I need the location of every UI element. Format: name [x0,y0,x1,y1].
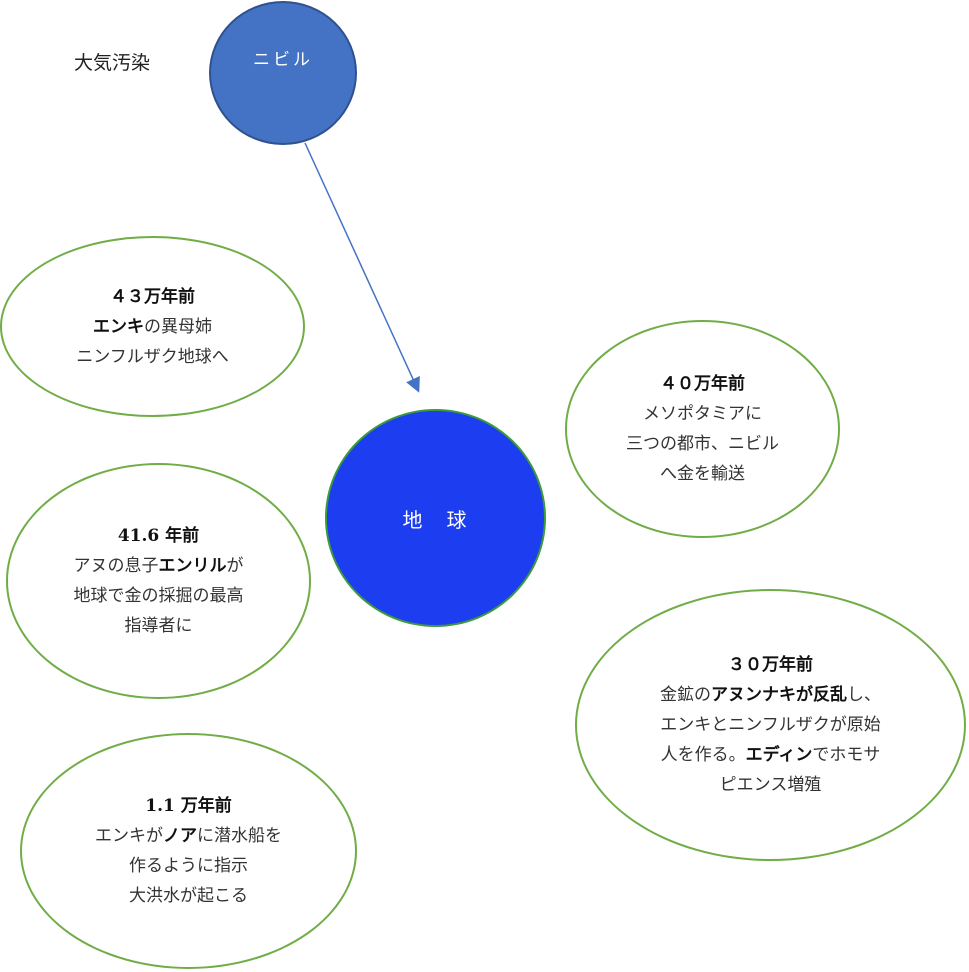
event-line: エンキがノアに潜水船を [95,826,282,846]
earth-circle[interactable]: 地 球 [325,409,546,627]
nibiru-circle[interactable]: ニビル [209,1,357,145]
event-line: 人を作る。エディンでホモサ [660,745,881,765]
event-line: 地球で金の採掘の最高 [73,586,244,606]
earth-label: 地 球 [402,507,469,532]
event-time: ４０万年前 [660,374,745,394]
event-line: 三つの都市、ニビル [626,434,779,454]
event-line: 大洪水が起こる [129,886,248,906]
event-line: エンキとニンフルザクが原始 [660,715,881,735]
event-line: メソポタミアに [643,404,762,424]
event-11k-years-ago[interactable]: 1.1 万年前 エンキがノアに潜水船を 作るように指示 大洪水が起こる [20,733,357,969]
event-time: ４３万年前 [110,286,195,307]
event-300k-years-ago[interactable]: ３０万年前 金鉱のアヌンナキが反乱し、 エンキとニンフルザクが原始 人を作る。エ… [575,589,966,861]
event-time: 1.1 万年前 [145,796,232,816]
event-line: 金鉱のアヌンナキが反乱し、 [660,685,881,705]
event-line: ピエンス増殖 [719,775,822,795]
event-time: ３０万年前 [728,655,813,675]
caption-air-pollution: 大気汚染 [74,52,151,74]
event-416k-years-ago[interactable]: 41.6 年前 アヌの息子エンリルが 地球で金の採掘の最高 指導者に [6,463,311,699]
event-line: エンキの異母姉 [93,316,212,337]
event-line: 作るように指示 [129,856,248,876]
nibiru-to-earth-arrow [304,142,420,393]
event-line: へ金を輸送 [660,464,745,484]
event-time: 41.6 年前 [117,526,200,546]
nibiru-label: ニビル [253,50,313,70]
event-400k-years-ago[interactable]: ４０万年前 メソポタミアに 三つの都市、ニビル へ金を輸送 [565,320,840,538]
event-430k-years-ago[interactable]: ４３万年前 エンキの異母姉 ニンフルザク地球へ [0,236,305,417]
event-line: 指導者に [124,616,193,636]
event-line: ニンフルザク地球へ [76,346,229,367]
event-line: アヌの息子エンリルが [73,556,244,576]
